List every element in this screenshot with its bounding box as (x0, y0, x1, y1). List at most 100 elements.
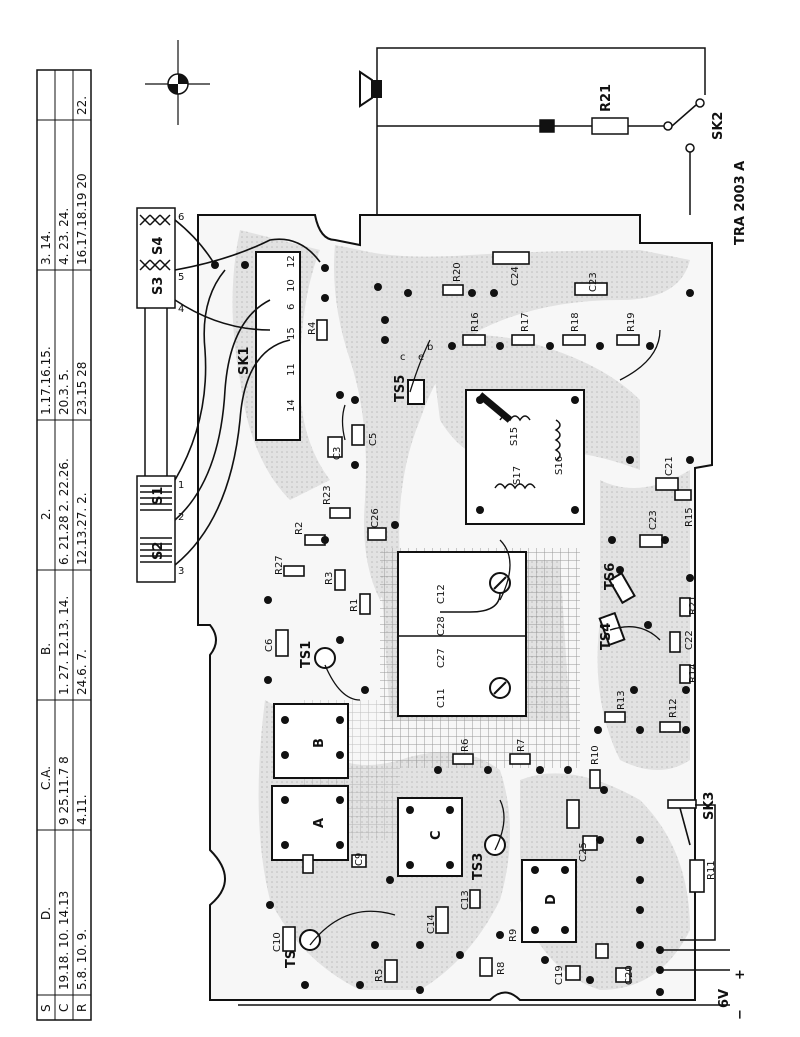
switch-bank (136, 207, 176, 583)
legend-cell: 6. 21.28 2. 22.26. (57, 458, 71, 565)
solder-pads (211, 261, 694, 996)
capacitor-label-c5: C5 (368, 433, 379, 446)
legend-row-header-s: S (39, 1004, 53, 1012)
resistor-label-r1: R1 (349, 599, 360, 612)
resistor-label-r10: R10 (590, 745, 601, 765)
switch-label-sk3: SK3 (702, 792, 717, 820)
sk1-pin: 14 (286, 399, 297, 412)
legend-cell: 23.15 28 (75, 362, 89, 415)
legend-table (36, 69, 92, 1021)
legend-col-header: B. (39, 643, 53, 655)
resistor-label-r13: R13 (616, 690, 627, 710)
resistor-label-r2: R2 (294, 522, 305, 535)
module-label-b: B (312, 738, 327, 748)
transistor-bodies (299, 379, 636, 951)
legend-cell: 1. 27. 12.13. 14. (57, 596, 71, 695)
coil-label-s16: S16 (554, 456, 565, 475)
resistor-label-r16: R16 (470, 312, 481, 332)
transistor-label-ts5: TS5 (393, 375, 408, 402)
switch-label-sk1: SK1 (237, 347, 252, 375)
resistor-label-r27: R27 (274, 555, 285, 575)
switch-pin-number: 4 (178, 304, 184, 315)
sk1-pin: 12 (286, 255, 297, 268)
capacitor-label-c12: C12 (436, 584, 447, 604)
capacitor-label-c26: C26 (370, 508, 381, 528)
transistor-label-ts6: TS6 (603, 563, 618, 590)
legend-col-header: 3. 14. (39, 231, 53, 265)
capacitor-label-c28: C28 (436, 616, 447, 636)
speaker-wiring (376, 47, 706, 280)
resistor-label-r8: R8 (496, 962, 507, 975)
legend-cell: 5.8. 10. 9. (75, 929, 89, 990)
registration-mark-icon (145, 40, 210, 125)
capacitor-label-c18: C19 (554, 965, 565, 985)
capacitor-label-c14: C14 (426, 914, 437, 934)
legend-col-header: 2. (39, 509, 53, 520)
coil-label-s17: S17 (512, 466, 523, 485)
legend-row-header-c: C (57, 1004, 71, 1012)
transistor-label-ts1: TS1 (299, 641, 314, 668)
module-label-d: D (544, 894, 559, 905)
capacitor-label-c10: C10 (272, 932, 283, 952)
resistor-label-r3: R3 (324, 572, 335, 585)
tuning-capacitor-block (397, 551, 527, 717)
switch-pin-label-s4: S4 (151, 237, 166, 255)
capacitor-label-c9: C9 (354, 853, 365, 866)
speaker-icon (359, 70, 382, 108)
capacitor-label-c20: C21 (664, 456, 675, 476)
resistor-label-r11: R11 (706, 860, 717, 880)
resistor-bodies (283, 284, 705, 983)
switch-label-sk2: SK2 (711, 112, 726, 140)
capacitor-label-c22: C23 (648, 510, 659, 530)
jumper-wires (174, 219, 321, 566)
resistor-label-r14: R14 (688, 663, 699, 683)
switch-pin-number: 2 (178, 512, 184, 523)
sk1-pin: 10 (286, 279, 297, 292)
legend-cell: 19.18. 10. 14.13 (57, 891, 71, 990)
terminal-c: c (400, 352, 406, 363)
power-plus-label: + (733, 969, 748, 980)
drawing-id: TRA 2003 A (733, 161, 748, 245)
switch-pin-label-s2: S2 (151, 542, 166, 560)
switch-pin-label-s3: S3 (151, 277, 166, 295)
switch-pin-number: 6 (178, 212, 184, 223)
legend-cell: 9 25.11.7 8 (57, 756, 71, 825)
capacitor-label-c11: C11 (436, 688, 447, 708)
capacitor-label-c23: C23 (588, 272, 599, 292)
terminal-b: b (427, 342, 433, 353)
resistor-label-r21: R21 (688, 595, 699, 615)
capacitor-label-c13: C13 (460, 890, 471, 910)
capacitor-label-c24: C24 (510, 266, 521, 286)
switch-pin-label-s1: S1 (151, 487, 166, 505)
transistor-label-ts3: TS3 (471, 853, 486, 880)
resistor-label-r23: R23 (322, 485, 333, 505)
resistor-label-r22: R21 (599, 84, 614, 112)
resistor-label-r19: R19 (626, 312, 637, 332)
resistor-label-r6: R6 (460, 739, 471, 752)
transistor-label-ts4: TS4 (599, 623, 614, 650)
legend-cell: 12.13.27. 2. (75, 492, 89, 565)
resistor-label-r9: R9 (508, 929, 519, 942)
legend-cell: 22. (75, 96, 89, 115)
terminal-e: e (418, 352, 424, 363)
capacitor-label-c6: C6 (264, 639, 275, 652)
legend-row-header-r: R (75, 1004, 89, 1012)
capacitor-label-c21: C22 (684, 630, 695, 650)
capacitor-label-c27: C27 (436, 648, 447, 668)
capacitor-bodies (275, 251, 681, 983)
sk3-switch (238, 799, 730, 1006)
sk1-pin: 11 (286, 363, 297, 376)
module-label-a: A (312, 818, 327, 828)
resistor-label-r12: R12 (668, 698, 679, 718)
resistor-label-r15: R15 (684, 507, 695, 527)
resistor-label-r17: R17 (520, 312, 531, 332)
legend-col-header: D. (39, 907, 53, 920)
sk1-pin: 15 (286, 327, 297, 340)
legend-col-header: 1.17.16.15. (39, 346, 53, 415)
switch-pin-number: 3 (178, 566, 184, 577)
sk1-pin: 6 (286, 304, 297, 310)
resistor-label-r18: R18 (570, 312, 581, 332)
legend-cell: 24.6. 7. (75, 649, 89, 695)
sk1-connector (255, 251, 301, 441)
